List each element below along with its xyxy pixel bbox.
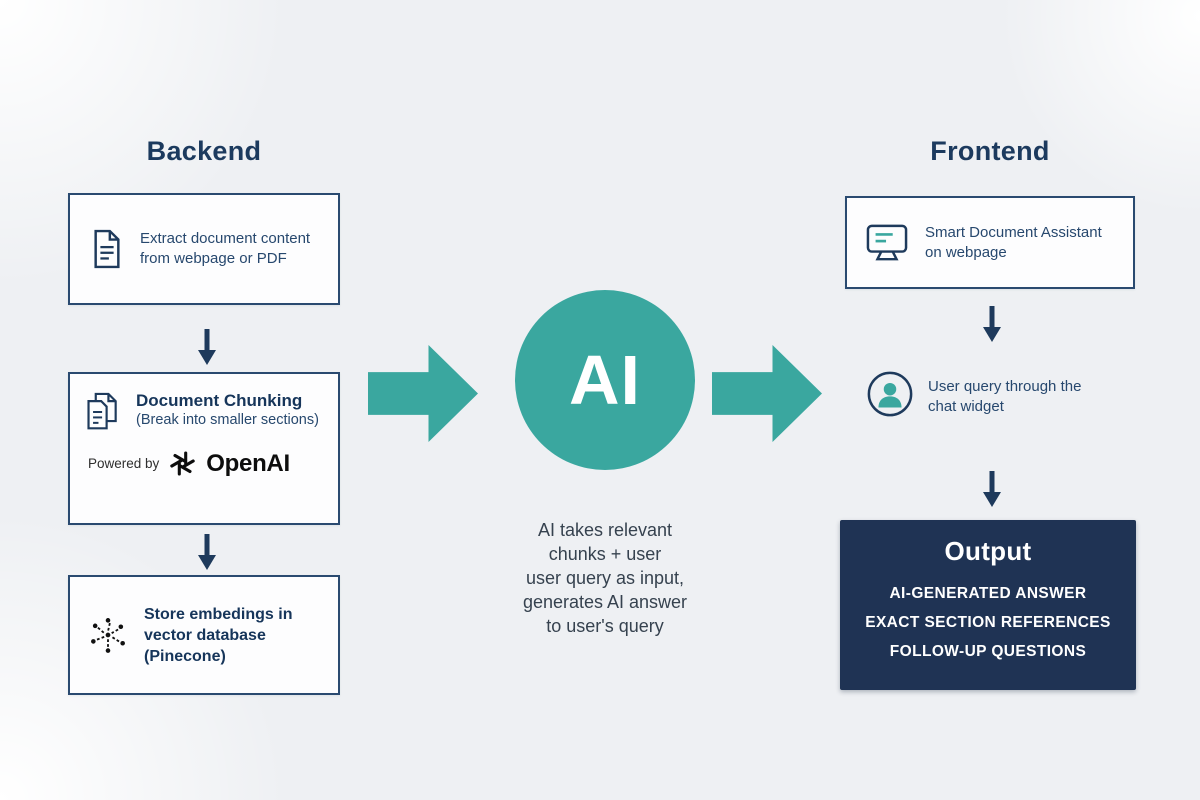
user-query-line-2: chat widget — [928, 397, 1004, 415]
extract-content-text: Extract document content from webpage or… — [140, 229, 310, 269]
user-query-text: User query through the chat widget — [928, 377, 1081, 417]
powered-by-row: Powered by OpenAI — [88, 448, 328, 479]
extract-line-2: from webpage or PDF — [140, 250, 287, 267]
openai-wordmark: OpenAI — [206, 449, 290, 477]
openai-logo-icon — [167, 448, 198, 479]
user-query-row: User query through the chat widget — [866, 370, 1146, 423]
down-arrow-3 — [981, 305, 1003, 343]
ai-description-line: user query as input, — [525, 568, 685, 588]
powered-by-label: Powered by — [88, 456, 160, 471]
backend-title: Backend — [146, 136, 262, 166]
vector-scatter-icon — [86, 613, 130, 657]
frontend-title: Frontend — [930, 136, 1050, 166]
output-item: AI-GENERATED ANSWER — [889, 585, 1087, 602]
down-arrow-4 — [981, 470, 1003, 508]
ai-description: AI takes relevant chunks + user user que… — [468, 518, 742, 638]
down-arrow-2 — [196, 533, 218, 571]
chunking-text: Document Chunking (Break into smaller se… — [136, 390, 319, 430]
store-line-3: (Pinecone) — [144, 647, 226, 665]
down-arrow-1 — [196, 328, 218, 366]
store-embeddings-box: Store embedings in vector database (Pine… — [68, 575, 340, 695]
chunking-subtitle: (Break into smaller sections) — [136, 412, 319, 428]
ai-node: AI — [515, 290, 695, 470]
extract-line-1: Extract document content — [140, 230, 311, 247]
extract-content-box: Extract document content from webpage or… — [68, 193, 340, 305]
ai-description-line: AI takes relevant — [537, 520, 673, 540]
flow-arrow-left — [368, 345, 478, 442]
flow-arrow-right — [712, 345, 822, 442]
document-chunking-box: Document Chunking (Break into smaller se… — [68, 372, 340, 525]
store-line-2: vector database — [144, 626, 266, 644]
user-query-line-1: User query through the — [928, 377, 1082, 395]
document-chunks-icon — [84, 390, 122, 434]
ai-description-line: generates AI answer — [522, 592, 688, 612]
output-title: Output — [944, 536, 1032, 566]
output-box: Output AI-GENERATED ANSWER EXACT SECTION… — [840, 520, 1136, 690]
user-circle-icon — [866, 370, 914, 423]
store-line-1: Store embedings in — [144, 605, 293, 623]
document-icon — [90, 228, 124, 270]
ai-description-line: chunks + user — [548, 544, 662, 564]
output-item: EXACT SECTION REFERENCES — [865, 614, 1111, 631]
ai-description-line: to user's query — [546, 616, 664, 636]
output-items: AI-GENERATED ANSWER EXACT SECTION REFERE… — [840, 579, 1136, 666]
smart-assistant-text: Smart Document Assistant on webpage — [925, 223, 1102, 263]
output-item: FOLLOW-UP QUESTIONS — [889, 643, 1087, 660]
assistant-line-2: on webpage — [925, 243, 1007, 261]
ai-label: AI — [569, 341, 641, 419]
chunking-title: Document Chunking — [136, 391, 303, 410]
assistant-line-1: Smart Document Assistant — [925, 223, 1102, 241]
smart-assistant-box: Smart Document Assistant on webpage — [845, 196, 1135, 289]
store-embeddings-text: Store embedings in vector database (Pine… — [144, 604, 292, 667]
monitor-chat-icon — [865, 223, 909, 263]
